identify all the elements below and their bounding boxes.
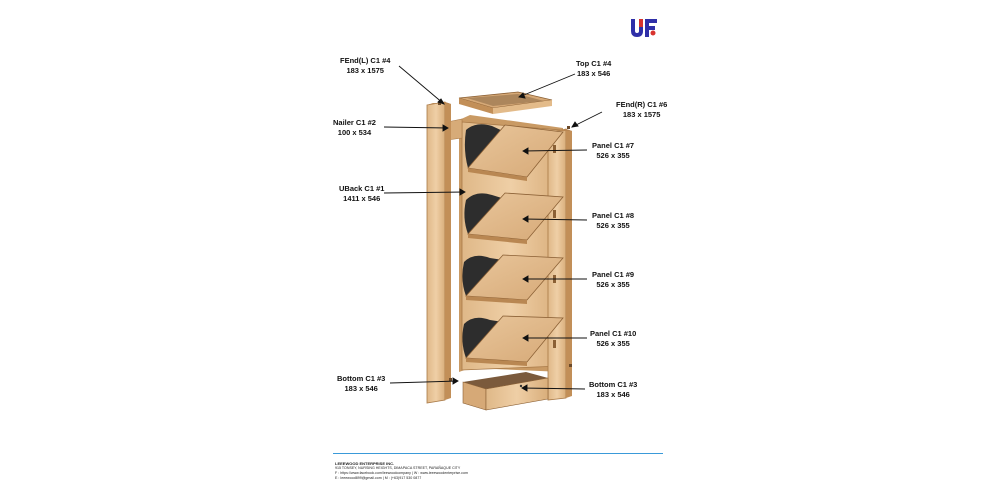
part-name: Panel C1 #10 — [590, 329, 637, 338]
part-size: 526 x 355 — [596, 150, 630, 160]
part-size: 526 x 355 — [596, 338, 630, 348]
panel-10-part — [462, 315, 564, 366]
bottom-part — [462, 372, 549, 411]
part-name: Panel C1 #8 — [592, 211, 635, 220]
label-panel-7: Panel C1 #7 526 x 355 — [592, 141, 634, 160]
label-bottom-left: Bottom C1 #3 183 x 546 — [337, 374, 385, 393]
label-bottom-right: Bottom C1 #3 183 x 546 — [589, 380, 637, 399]
part-name: Top C1 #4 — [576, 59, 612, 68]
part-size: 526 x 355 — [596, 279, 630, 289]
part-name: Nailer C1 #2 — [333, 118, 376, 127]
label-top: Top C1 #4 183 x 546 — [576, 59, 611, 78]
part-name: Bottom C1 #3 — [589, 380, 638, 389]
panel-8-part — [464, 192, 564, 244]
top-part — [458, 91, 553, 114]
part-size: 183 x 546 — [576, 68, 611, 78]
company-web: F : https://www.facebook.com/leewoodcomp… — [335, 471, 468, 475]
screw-mark — [449, 378, 452, 381]
label-panel-9: Panel C1 #9 526 x 355 — [592, 270, 634, 289]
part-size: 183 x 546 — [344, 383, 378, 393]
part-name: Bottom C1 #3 — [337, 374, 386, 383]
footer: LEEEWOOD ENTERPRISE INC. 915 TONSEY, NUR… — [335, 461, 665, 481]
company-contact: E : leeewood899@gmail.com | M : (+63)917… — [335, 476, 422, 480]
screw-mark — [438, 102, 441, 105]
label-panel-10: Panel C1 #10 526 x 355 — [590, 329, 636, 348]
leader-lines — [383, 65, 603, 392]
screw-mark — [569, 364, 572, 367]
company-name: LEEEWOOD ENTERPRISE INC. — [335, 461, 395, 466]
part-name: Panel C1 #7 — [592, 141, 635, 150]
company-logo-icon — [631, 19, 657, 37]
footer-rule — [333, 453, 663, 454]
panel-9-part — [462, 254, 564, 304]
part-size: 183 x 1575 — [346, 65, 384, 75]
part-name: Panel C1 #9 — [592, 270, 635, 279]
panel-7-part — [464, 124, 564, 181]
part-size: 526 x 355 — [596, 220, 630, 230]
label-uback: UBack C1 #1 1411 x 546 — [339, 184, 384, 203]
company-address: 915 TONSEY, NURSING HEIGHTS, DIMAPACA ST… — [335, 466, 461, 470]
screw-mark — [567, 126, 570, 129]
part-name: FEnd(R) C1 #6 — [616, 100, 668, 109]
label-panel-8: Panel C1 #8 526 x 355 — [592, 211, 634, 230]
label-fend-left: FEnd(L) C1 #4 183 x 1575 — [340, 56, 390, 75]
part-size: 183 x 546 — [596, 389, 630, 399]
part-size: 100 x 534 — [337, 127, 372, 137]
shelf-panels — [462, 124, 564, 366]
part-name: UBack C1 #1 — [339, 184, 385, 193]
label-nailer: Nailer C1 #2 100 x 534 — [333, 118, 376, 137]
part-size: 183 x 1575 — [622, 109, 661, 119]
part-name: FEnd(L) C1 #4 — [340, 56, 391, 65]
fend-left-part — [426, 101, 451, 404]
label-fend-right: FEnd(R) C1 #6 183 x 1575 — [616, 100, 667, 119]
part-size: 1411 x 546 — [343, 193, 381, 203]
